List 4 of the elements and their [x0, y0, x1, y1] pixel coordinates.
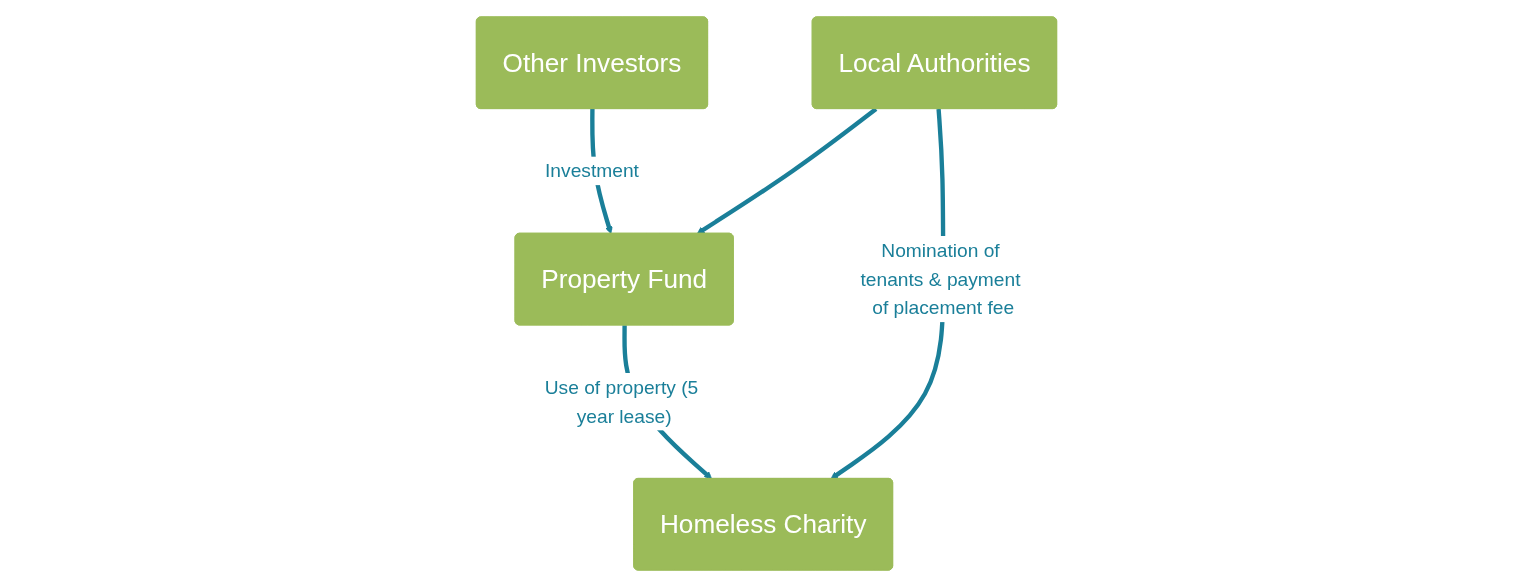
- edge-label: Investment: [545, 160, 639, 182]
- arrow: [696, 107, 878, 235]
- edge-label: Use of property (5 year lease): [544, 376, 699, 427]
- edge-label: Nomination of tenants & payment of placement fee: [860, 239, 1021, 319]
